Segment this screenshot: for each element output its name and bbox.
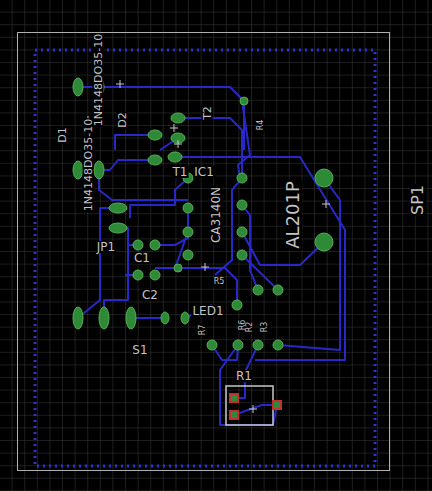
part-label: 1N4148DO35-10 — [83, 118, 94, 212]
part-label: D1 — [57, 126, 68, 143]
part-label: R7 — [199, 324, 207, 337]
part-label: S1 — [131, 344, 148, 356]
part-label: JP1 — [96, 241, 116, 253]
resistor-outline — [226, 386, 273, 425]
traces — [78, 60, 345, 425]
part-label: 1N4148DO35-10 — [93, 33, 104, 127]
part-label: R2 — [246, 321, 254, 334]
board-outline — [18, 33, 390, 471]
part-label: LED1 — [191, 305, 224, 317]
part-label: CA3140N — [210, 186, 222, 244]
part-label: R5 — [213, 278, 226, 286]
part-label: AL201P — [284, 180, 302, 250]
part-label: SP1 — [410, 184, 426, 216]
smd-pads — [230, 394, 281, 419]
pads — [73, 78, 333, 350]
polygon-pour-outline — [35, 50, 375, 466]
part-label: D2 — [117, 111, 128, 128]
part-label: C1 — [133, 252, 151, 264]
part-label: T1 — [172, 166, 189, 178]
part-label: C2 — [141, 289, 159, 301]
part-label: R3 — [261, 321, 269, 334]
part-label: R4 — [257, 119, 265, 132]
part-label: T2 — [202, 105, 213, 121]
origin-crosses — [84, 80, 330, 413]
part-label: IC1 — [193, 166, 215, 178]
part-label: R1 — [235, 370, 253, 382]
